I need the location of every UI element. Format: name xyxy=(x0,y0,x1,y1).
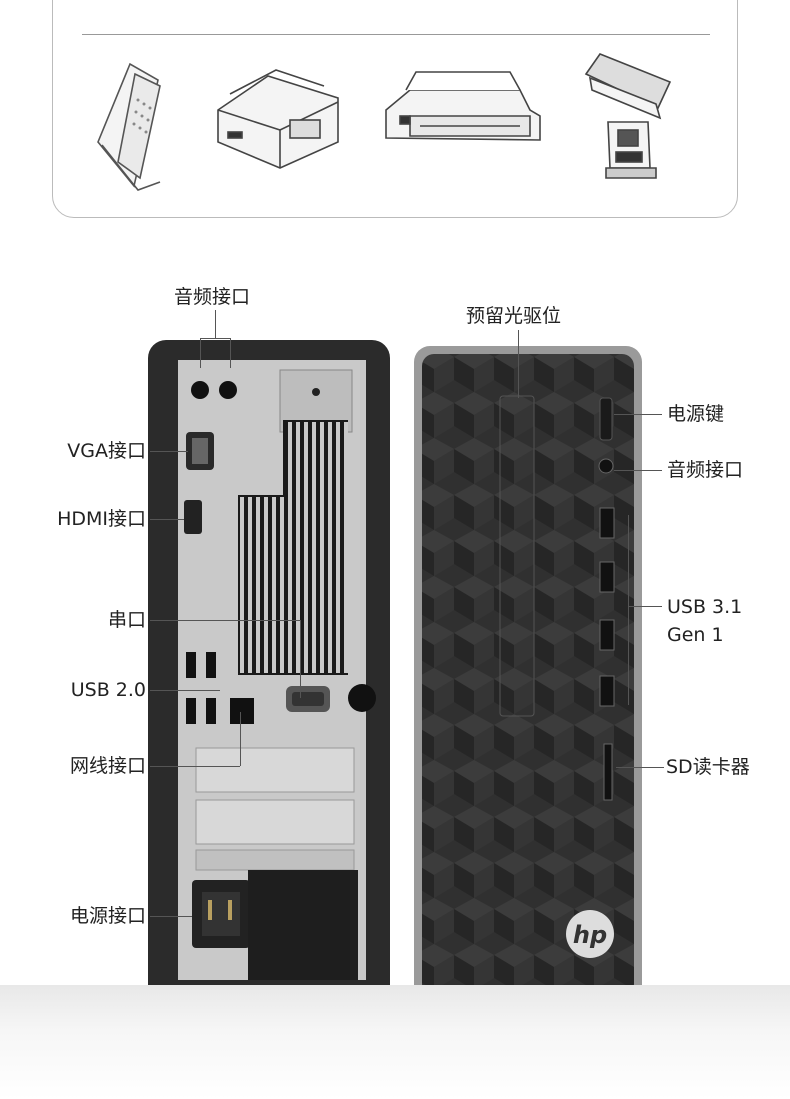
hp-logo xyxy=(566,910,614,958)
rear-audio-port-2 xyxy=(219,381,237,399)
receipt-printer-illustration xyxy=(217,69,339,169)
pos-terminal-illustration xyxy=(97,62,161,191)
hdmi-port xyxy=(184,500,202,534)
rear-audio-label: 音频接口 xyxy=(174,286,251,308)
rear-usb2-ports xyxy=(186,652,216,724)
usb2-label: USB 2.0 xyxy=(70,679,146,701)
front-audio-port xyxy=(598,458,614,474)
dual-screen-pos-illustration xyxy=(584,53,672,179)
optical-bay xyxy=(499,395,535,717)
dot-matrix-printer-illustration xyxy=(385,71,541,141)
lan-port xyxy=(230,698,254,724)
divider xyxy=(82,34,710,35)
usb3-label-line2: Gen 1 xyxy=(667,624,724,646)
power-button-label: 电源键 xyxy=(667,403,725,425)
usb3-label-line1: USB 3.1 xyxy=(667,596,743,618)
lan-label: 网线接口 xyxy=(69,755,146,777)
hdmi-label: HDMI接口 xyxy=(57,508,146,530)
optical-bay-label: 预留光驱位 xyxy=(466,305,562,327)
sd-card-slot xyxy=(603,743,613,801)
peripherals-illustrations xyxy=(97,53,672,191)
front-usb3-ports xyxy=(599,507,615,707)
vga-label: VGA接口 xyxy=(67,440,146,462)
hp-logo-text: hp xyxy=(573,921,607,949)
serial-label: 串口 xyxy=(107,609,146,631)
rear-audio-port xyxy=(191,381,209,399)
floor-shadow xyxy=(0,985,790,1099)
rear-chassis xyxy=(148,340,390,1006)
power-inlet-label: 电源接口 xyxy=(69,905,146,927)
sd-reader-label: SD读卡器 xyxy=(666,756,750,778)
front-chassis: hp xyxy=(414,346,642,1004)
front-audio-label: 音频接口 xyxy=(667,459,744,481)
power-button xyxy=(599,397,613,441)
